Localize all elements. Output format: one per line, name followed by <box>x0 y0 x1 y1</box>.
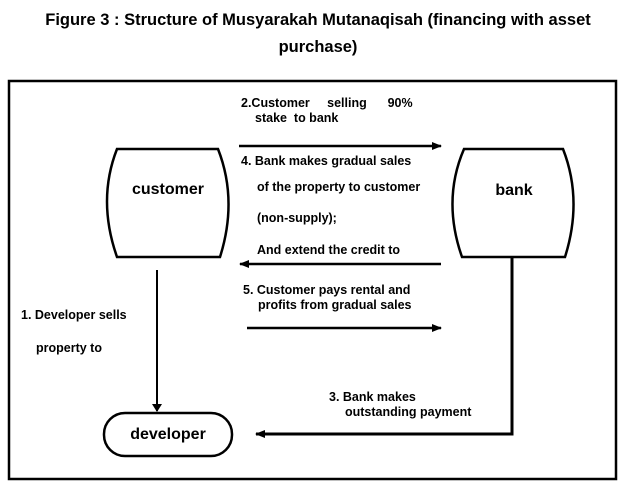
customer-node-label: customer <box>131 181 205 198</box>
step4-label-line-3: (non-supply); <box>257 211 337 225</box>
step5-label-line-1: 5. Customer pays rental and <box>243 283 411 297</box>
step1-label-line-2: property to <box>36 341 102 355</box>
step4-label-line-1: 4. Bank makes gradual sales <box>241 154 412 168</box>
figure-title-line-2: purchase) <box>278 38 358 56</box>
step5-label-line-2: profits from gradual sales <box>258 298 412 312</box>
step4-label-line-4: And extend the credit to <box>257 243 401 257</box>
developer-node-shape <box>102 411 234 458</box>
figure-title: Figure 3 : Structure of Musyarakah Mutan… <box>0 7 636 61</box>
step3-label-line-1: 3. Bank makes <box>329 390 416 404</box>
bank-node-shape <box>451 147 575 259</box>
customer-node-shape <box>105 147 230 259</box>
bank-node-label: bank <box>495 182 533 199</box>
step4-label-line-2: of the property to customer <box>257 180 421 194</box>
figure-title-line-1: Figure 3 : Structure of Musyarakah Mutan… <box>45 11 591 29</box>
step2-label-line-2: stake to bank <box>255 111 339 125</box>
step1-label-line-1: 1. Developer sells <box>21 308 127 322</box>
developer-node-label: developer <box>130 426 206 443</box>
outer-frame <box>7 79 618 481</box>
arrow-step3 <box>255 258 514 438</box>
step3-label-line-2: outstanding payment <box>345 405 472 419</box>
step2-label-line-1: 2.Customer selling 90% <box>241 96 413 110</box>
